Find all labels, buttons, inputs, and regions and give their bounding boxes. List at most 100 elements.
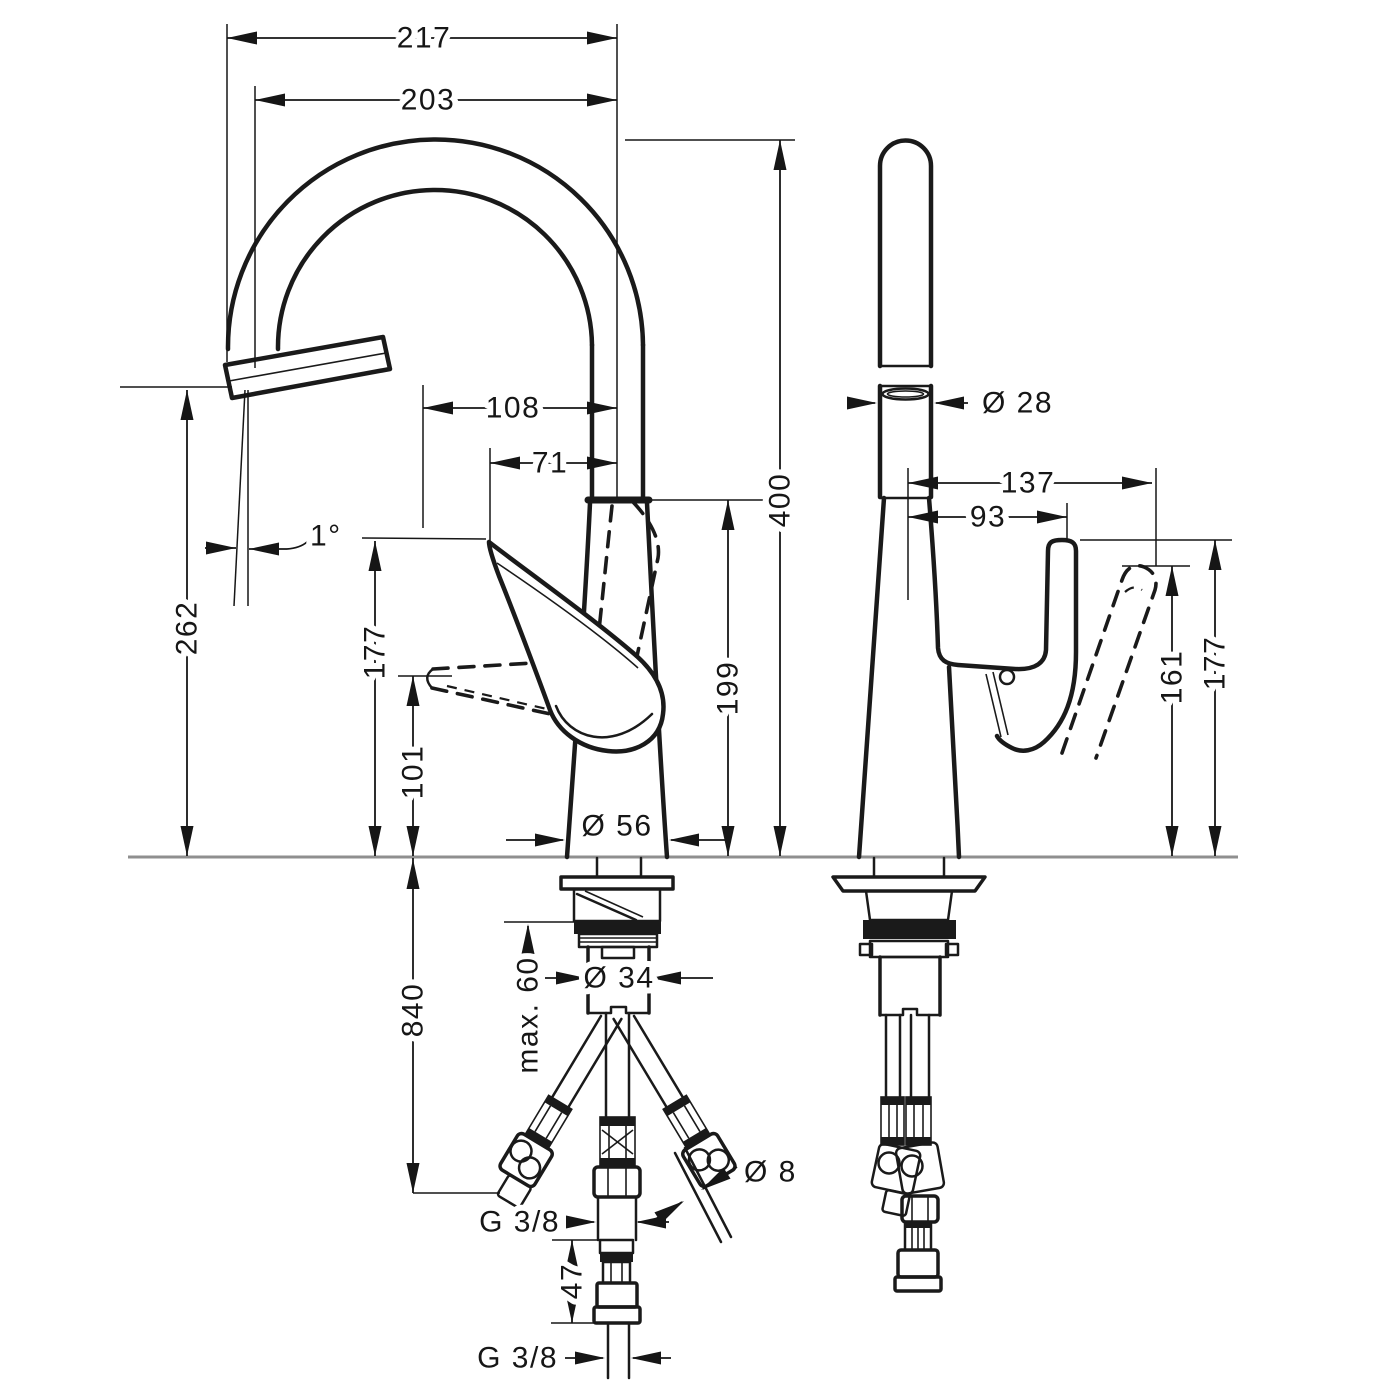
connector-circle [877, 1151, 901, 1175]
handle-stem-line [985, 673, 1002, 738]
fitting-collar [598, 1238, 635, 1255]
arrow-down [180, 826, 194, 856]
pipe8-edge [683, 1146, 733, 1239]
handle-dashed-up-position [589, 500, 661, 719]
fitting-block [896, 1248, 940, 1279]
dim-label-g38-upper: G 3/8 [479, 1206, 560, 1239]
arrow-right [206, 541, 236, 555]
arrow-right [535, 833, 565, 847]
dim-161: 161 [1150, 566, 1195, 856]
front-view: 217 203 108 71 [120, 16, 803, 1381]
dim-label-199: 199 [712, 661, 745, 716]
arrow-up [406, 859, 420, 889]
dim-label-108: 108 [486, 392, 541, 425]
dim-label-max60: max. 60 [512, 956, 545, 1073]
lever-accent-line [496, 562, 639, 669]
braid-band [906, 1137, 931, 1145]
aerator-ellipse [881, 387, 930, 401]
fitting-band [600, 1253, 633, 1262]
spout-column [877, 138, 934, 369]
dim-max60: max. 60 [506, 924, 551, 1080]
arrow-angled [701, 1167, 731, 1190]
dim-label-g38-lower: G 3/8 [477, 1342, 558, 1375]
dim-label-dia8: Ø 8 [744, 1156, 797, 1189]
dashed-open-upper [431, 660, 552, 671]
arrow-angled [654, 1201, 684, 1224]
arrow-up [521, 924, 535, 954]
arrow-left [651, 971, 681, 985]
arrow-right [587, 456, 617, 470]
collar-lug [944, 942, 960, 957]
arrow-right [587, 401, 617, 415]
angle-ref-tilted [233, 389, 246, 607]
side-connector-cluster [870, 1141, 946, 1217]
lever-end-inner-arc [554, 704, 654, 739]
braid-rib [683, 1105, 701, 1132]
dim-101: 101 [391, 676, 436, 856]
dim-dia28: Ø 28 [847, 381, 1058, 426]
arrow-up [406, 676, 420, 706]
arrow-up [721, 500, 735, 530]
dim-label-101: 101 [397, 745, 430, 800]
braid-band [663, 1095, 691, 1117]
arrow-up [773, 140, 787, 170]
shaft-bottom [878, 1007, 942, 1017]
dim-angle-1deg: 1° [205, 389, 346, 607]
dim-label-dia28: Ø 28 [982, 387, 1053, 420]
arrow-left [908, 476, 938, 490]
front-under-counter-assembly [496, 856, 737, 1380]
dim-label-400: 400 [764, 473, 797, 528]
arrow-right [556, 971, 586, 985]
arrow-left [255, 93, 285, 107]
side-body-left-edge [856, 495, 887, 860]
dim-label-71: 71 [532, 447, 568, 480]
arrow-down [1165, 826, 1179, 856]
faucet-side-outline [856, 138, 1158, 860]
arrow-down [1208, 826, 1222, 856]
pipe8-edge [673, 1151, 723, 1244]
dashed-open-inner [446, 684, 561, 714]
lower-fitting [592, 1195, 642, 1380]
side-lower-fitting [893, 1194, 943, 1293]
aerator-ellipse-inner [886, 390, 925, 398]
arrow-down [565, 1293, 579, 1323]
connector-tail [496, 1174, 532, 1209]
section-hatch [575, 892, 638, 922]
hose-center-braid [599, 1116, 636, 1168]
dim-label-137: 137 [1001, 467, 1056, 500]
connector-circle [706, 1148, 731, 1172]
collar-lug [858, 942, 874, 957]
arrow-up [1208, 540, 1222, 570]
arrow-down [721, 826, 735, 856]
connector-circle [687, 1148, 712, 1172]
side-under-counter-assembly [831, 856, 987, 1293]
hose-right [612, 1014, 737, 1189]
dim-label-262: 262 [171, 601, 204, 656]
side-body-right-edge [946, 664, 962, 860]
braid-cross [601, 1129, 634, 1155]
arrow-right [847, 396, 877, 410]
side-handle-dashed [1060, 563, 1158, 760]
dim-dia8: Ø 8 [650, 1150, 801, 1224]
hose-edge [612, 1017, 668, 1109]
hose-edge [550, 1014, 603, 1099]
faucet-front-outline [222, 137, 670, 860]
dim-71: 71 [490, 441, 617, 486]
dim-93: 93 [908, 495, 1067, 540]
braid-rib [534, 1105, 552, 1132]
dim-177-front: 177 [353, 541, 398, 856]
hose-left [496, 1014, 623, 1209]
dim-203: 203 [255, 78, 617, 123]
collar [868, 939, 950, 959]
dim-label-203: 203 [401, 84, 456, 117]
handle-stem-line [992, 671, 1009, 736]
braid-band [600, 1117, 635, 1126]
dim-g38-lower: G 3/8 [471, 1336, 671, 1381]
arrow-left [908, 510, 938, 524]
lever-handle-front [486, 539, 666, 754]
fitting-plate [893, 1275, 943, 1293]
arrow-right [1037, 510, 1067, 524]
braid-band [682, 1127, 711, 1149]
spout-tip-inner-line [228, 352, 387, 382]
